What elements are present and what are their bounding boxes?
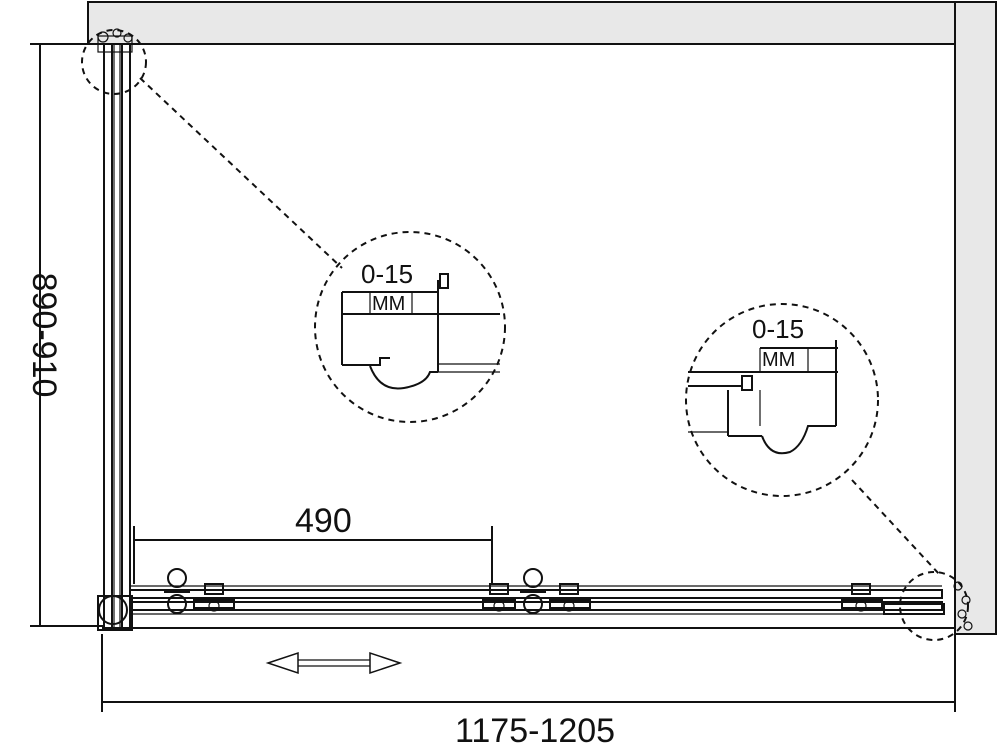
depth-label: 890-910 bbox=[25, 273, 63, 398]
walls bbox=[87, 1, 997, 635]
door-opening-label: 490 bbox=[295, 502, 352, 540]
callout-marker-right bbox=[899, 571, 969, 641]
bracket-mid-1 bbox=[482, 583, 516, 612]
side-panel bbox=[97, 28, 133, 631]
detail-left: 0-15 MM bbox=[314, 231, 506, 423]
wall-right bbox=[954, 1, 997, 635]
bracket-right-1 bbox=[841, 583, 883, 612]
bracket-mid-2 bbox=[549, 583, 591, 612]
roller-mid-1 bbox=[520, 568, 546, 614]
callout-marker-left bbox=[81, 29, 147, 95]
wall-back bbox=[87, 1, 997, 45]
dimension-door-opening: 490 bbox=[133, 502, 493, 584]
double-arrow-icon bbox=[265, 651, 403, 675]
width-label: 1175-1205 bbox=[455, 712, 615, 748]
detail-right-unit: MM bbox=[762, 349, 795, 371]
detail-right: 0-15 MM bbox=[685, 303, 879, 497]
dimension-width: 1175-1205 bbox=[101, 634, 956, 748]
detail-left-unit: MM bbox=[372, 293, 405, 315]
dimension-depth: 890-910 bbox=[25, 43, 104, 627]
bracket-left-1 bbox=[193, 583, 235, 612]
roller-left-1 bbox=[164, 568, 190, 614]
detail-left-range: 0-15 bbox=[361, 259, 413, 289]
detail-right-range: 0-15 bbox=[752, 314, 804, 344]
front-panels bbox=[102, 568, 973, 631]
